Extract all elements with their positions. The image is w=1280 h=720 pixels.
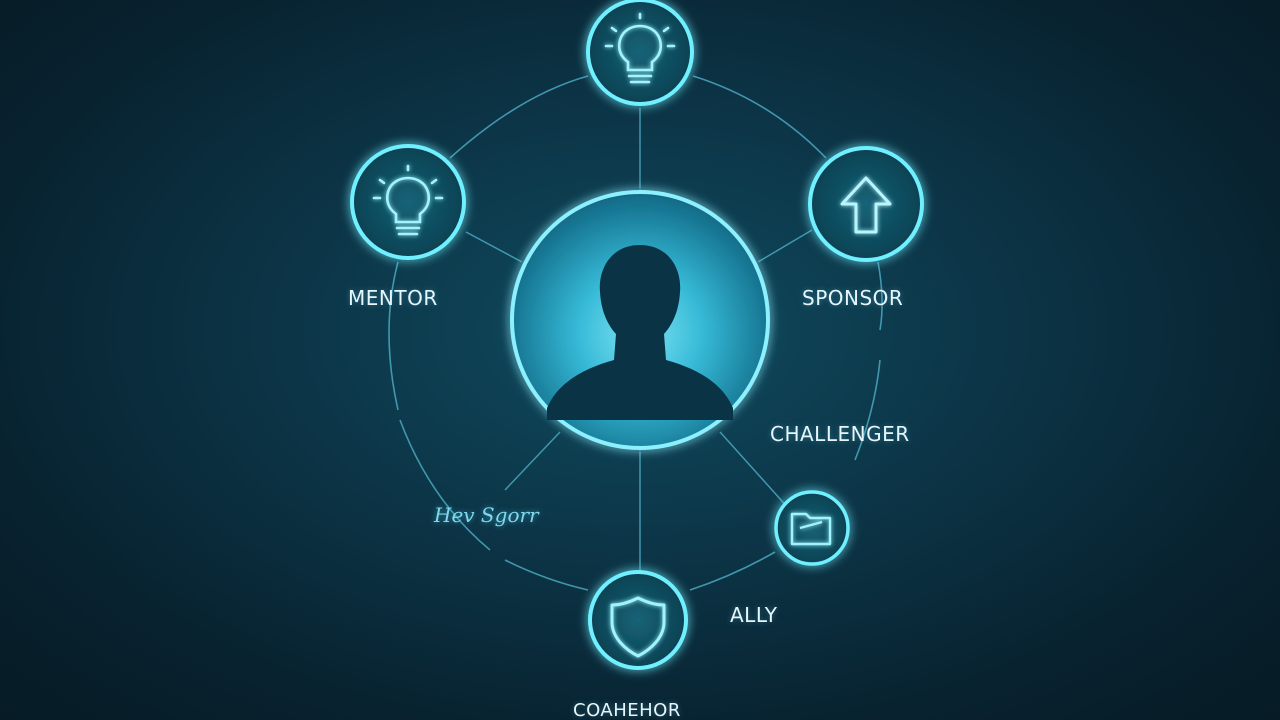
connector-spokes xyxy=(465,108,813,575)
ally-label: ALLY xyxy=(730,603,778,627)
node-top[interactable] xyxy=(586,0,694,106)
arrow-up-icon xyxy=(840,176,892,234)
node-challenger[interactable] xyxy=(774,490,850,566)
script-label: Hev Sgorr xyxy=(434,503,539,527)
mentor-label: MENTOR xyxy=(348,286,438,310)
coach-label: COAHEHOR xyxy=(573,700,681,720)
challenger-label: CHALLENGER xyxy=(770,422,910,446)
lightbulb-icon xyxy=(372,164,444,236)
person-silhouette-icon xyxy=(547,245,733,420)
node-sponsor[interactable] xyxy=(808,146,924,262)
lightbulb-icon xyxy=(604,12,676,84)
node-bottom[interactable] xyxy=(588,570,688,670)
sponsor-label: SPONSOR xyxy=(802,286,904,310)
shield-icon xyxy=(610,596,666,658)
node-mentor[interactable] xyxy=(350,144,466,260)
connector-ring xyxy=(388,75,883,591)
center-node[interactable] xyxy=(508,188,772,452)
folder-icon xyxy=(790,512,832,546)
